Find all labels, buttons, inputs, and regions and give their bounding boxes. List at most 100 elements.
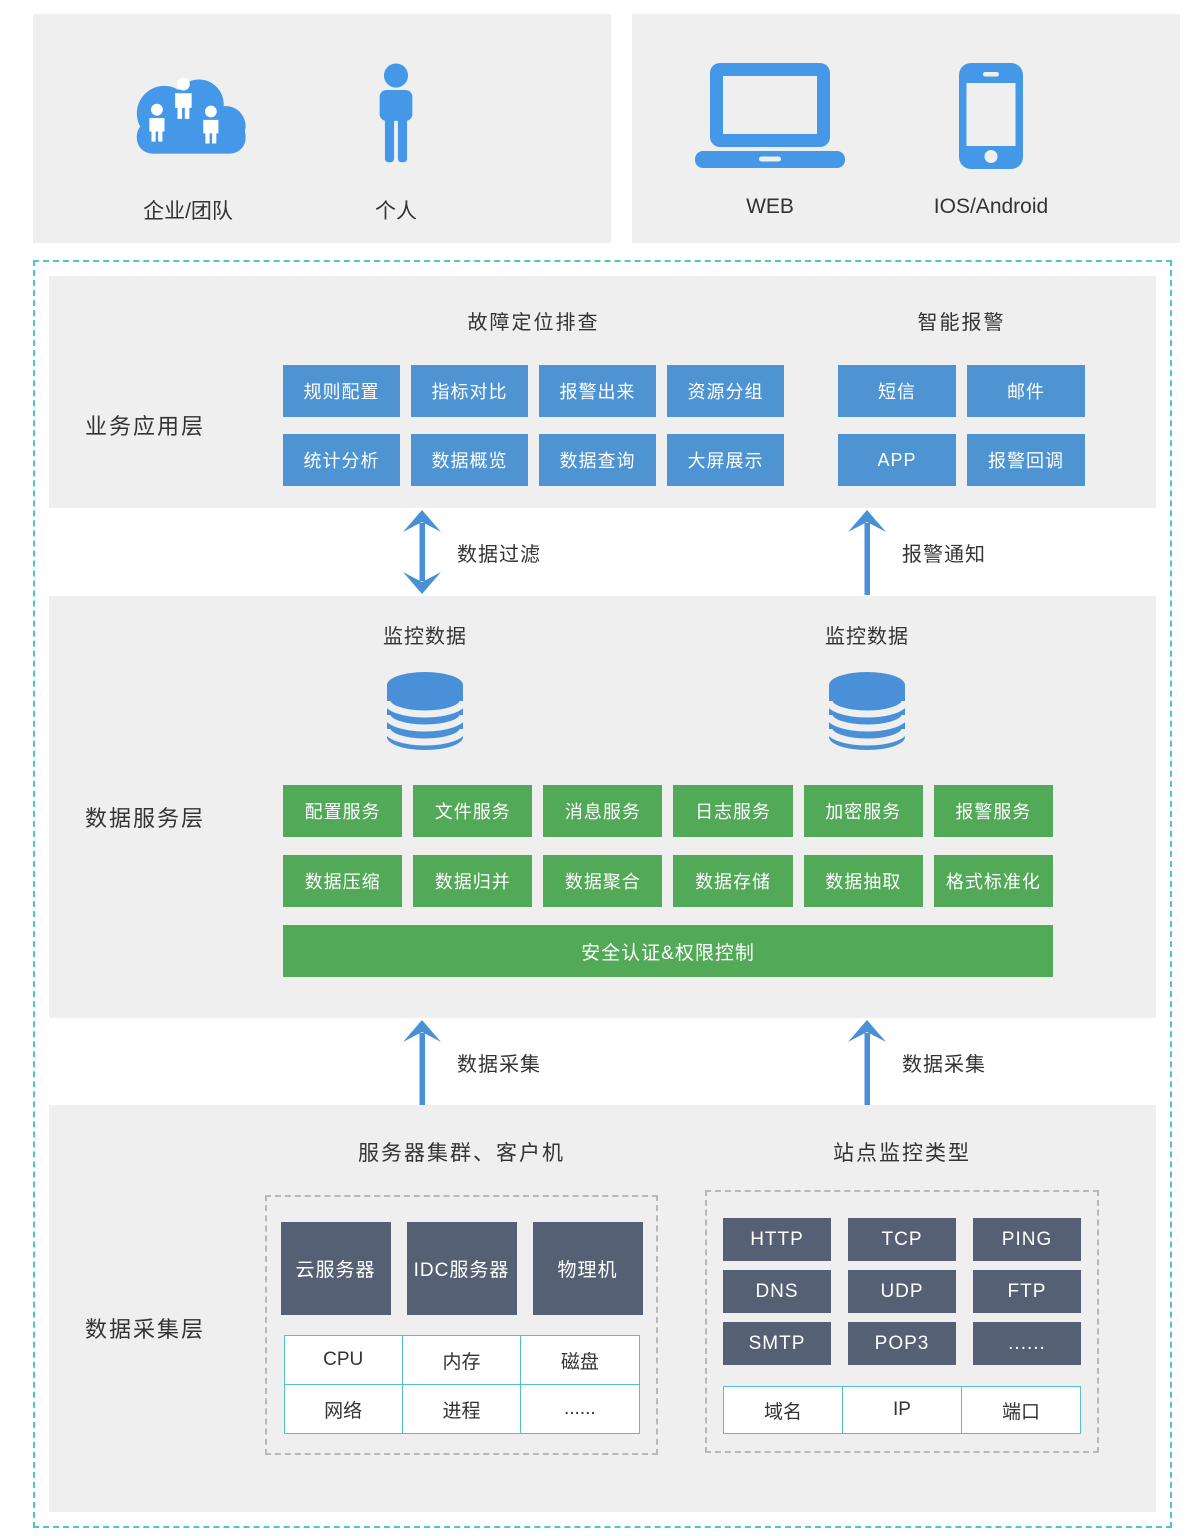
alert-channel-grid: 短信 邮件 APP 报警回调: [838, 365, 1085, 486]
monitor-data-title: 监控数据: [825, 626, 909, 648]
smart-alert-group: 智能报警 短信 邮件 APP 报警回调: [838, 306, 1085, 486]
double-arrow-icon: [403, 510, 441, 594]
feature-box: 指标对比: [411, 365, 528, 417]
metric-cell: 网络: [284, 1385, 402, 1433]
up-arrow-icon: [848, 510, 886, 595]
service-box: 格式标准化: [933, 855, 1053, 907]
protocol-box: UDP: [848, 1270, 956, 1313]
protocol-box: ......: [973, 1322, 1081, 1365]
fault-feature-grid: 规则配置 指标对比 报警出来 资源分组 统计分析 数据概览 数据查询 大屏展示: [283, 365, 784, 486]
mobile-label: IOS/Android: [933, 195, 1049, 218]
service-box: 数据聚合: [543, 855, 663, 907]
alert-channel-box: 报警回调: [967, 434, 1085, 486]
up-arrow-icon: [403, 1020, 441, 1105]
monitor-data-group-right: 监控数据: [782, 620, 952, 751]
connector-zone-2: 数据采集 数据采集: [49, 1018, 1156, 1105]
cloud-team-icon: [118, 57, 258, 169]
database-icon: [825, 672, 909, 750]
individual-label: 个人: [375, 200, 417, 223]
site-group-box: HTTP TCP PING DNS UDP FTP SMTP POP3 ....…: [705, 1190, 1099, 1453]
feature-box: 大屏展示: [667, 434, 784, 486]
individual-item: 个人: [336, 57, 456, 225]
server-metrics-table: CPU 内存 磁盘 网络 进程 ......: [283, 1335, 640, 1434]
layer-label-collect: 数据采集层: [85, 1317, 206, 1342]
service-box: 消息服务: [543, 785, 663, 837]
metric-cell: 内存: [402, 1336, 521, 1384]
protocol-box: HTTP: [723, 1218, 831, 1261]
protocol-box: FTP: [973, 1270, 1081, 1313]
site-fields-table: 域名 IP 端口: [723, 1386, 1081, 1434]
metric-cell: 磁盘: [521, 1336, 639, 1384]
layer-label-service: 数据服务层: [85, 806, 206, 831]
service-box: 加密服务: [803, 785, 923, 837]
service-box: 数据归并: [413, 855, 533, 907]
protocol-box: DNS: [723, 1270, 831, 1313]
site-protocol-grid: HTTP TCP PING DNS UDP FTP SMTP POP3 ....…: [707, 1218, 1097, 1365]
enterprise-team-label: 企业/团队: [143, 200, 233, 223]
protocol-box: TCP: [848, 1218, 956, 1261]
feature-box: 规则配置: [283, 365, 400, 417]
layer-label-app: 业务应用层: [85, 414, 206, 439]
service-box: 文件服务: [413, 785, 533, 837]
service-box: 数据存储: [673, 855, 793, 907]
server-type-box: 云服务器: [280, 1222, 391, 1315]
data-collect-connector-left: 数据采集: [400, 1019, 541, 1105]
data-collect-label: 数据采集: [457, 1053, 541, 1076]
field-cell: IP: [843, 1387, 961, 1433]
feature-box: 资源分组: [667, 365, 784, 417]
service-box: 数据抽取: [803, 855, 923, 907]
data-collection-layer: 数据采集层 服务器集群、客户机 站点监控类型 云服务器 IDC服务器 物理机 C…: [49, 1105, 1156, 1512]
client-types-row: 企业/团队 个人: [0, 14, 1204, 243]
alert-channel-box: APP: [838, 434, 956, 486]
site-group-title: 站点监控类型: [833, 1142, 971, 1165]
field-cell: 端口: [962, 1387, 1080, 1433]
server-type-box: IDC服务器: [406, 1222, 517, 1315]
service-box: 数据压缩: [283, 855, 403, 907]
data-filter-connector: 数据过滤: [400, 509, 541, 595]
protocol-box: PING: [973, 1218, 1081, 1261]
security-auth-bar: 安全认证&权限控制: [283, 925, 1053, 977]
fault-locating-title: 故障定位排查: [467, 312, 600, 334]
protocol-box: POP3: [848, 1322, 956, 1365]
person-icon: [336, 57, 456, 169]
metric-cell: ......: [521, 1385, 639, 1433]
metric-cell: 进程: [402, 1385, 521, 1433]
service-box: 日志服务: [673, 785, 793, 837]
web-label: WEB: [746, 195, 794, 218]
web-item: WEB: [690, 57, 850, 219]
fault-locating-group: 故障定位排查 规则配置 指标对比 报警出来 资源分组 统计分析 数据概览 数据查…: [283, 306, 784, 486]
feature-box: 报警出来: [539, 365, 656, 417]
protocol-box: SMTP: [723, 1322, 831, 1365]
feature-box: 统计分析: [283, 434, 400, 486]
service-box: 报警服务: [933, 785, 1053, 837]
database-icon: [383, 672, 467, 750]
laptop-icon: [690, 57, 850, 169]
smartphone-icon: [921, 57, 1061, 169]
server-group-title: 服务器集群、客户机: [358, 1142, 565, 1165]
smart-alert-title: 智能报警: [917, 312, 1006, 334]
server-type-row: 云服务器 IDC服务器 物理机: [267, 1222, 656, 1315]
service-box: 配置服务: [283, 785, 403, 837]
data-collect-connector-right: 数据采集: [845, 1019, 986, 1105]
connector-zone-1: 数据过滤 报警通知: [49, 508, 1156, 596]
architecture-diagram: 业务应用层 故障定位排查 规则配置 指标对比 报警出来 资源分组 统计分析 数据…: [33, 260, 1172, 1528]
monitor-data-group-left: 监控数据: [340, 620, 510, 751]
data-filter-label: 数据过滤: [457, 543, 541, 566]
server-group-box: 云服务器 IDC服务器 物理机 CPU 内存 磁盘 网络 进程 ......: [265, 1195, 658, 1455]
data-service-layer: 数据服务层 监控数据 监控数据: [49, 596, 1156, 1018]
service-grid: 配置服务 文件服务 消息服务 日志服务 加密服务 报警服务 数据压缩 数据归并 …: [283, 785, 1053, 907]
data-collect-label: 数据采集: [902, 1053, 986, 1076]
feature-box: 数据概览: [411, 434, 528, 486]
alert-channel-box: 邮件: [967, 365, 1085, 417]
business-application-layer: 业务应用层 故障定位排查 规则配置 指标对比 报警出来 资源分组 统计分析 数据…: [49, 276, 1156, 508]
alert-notify-connector: 报警通知: [845, 509, 986, 595]
enterprise-team-item: 企业/团队: [118, 57, 258, 225]
alert-notify-label: 报警通知: [902, 543, 986, 566]
field-cell: 域名: [724, 1387, 842, 1433]
device-types-panel: WEB IOS/Android: [632, 14, 1180, 243]
alert-channel-box: 短信: [838, 365, 956, 417]
metric-cell: CPU: [284, 1336, 402, 1384]
feature-box: 数据查询: [539, 434, 656, 486]
up-arrow-icon: [848, 1020, 886, 1105]
server-type-box: 物理机: [532, 1222, 643, 1315]
